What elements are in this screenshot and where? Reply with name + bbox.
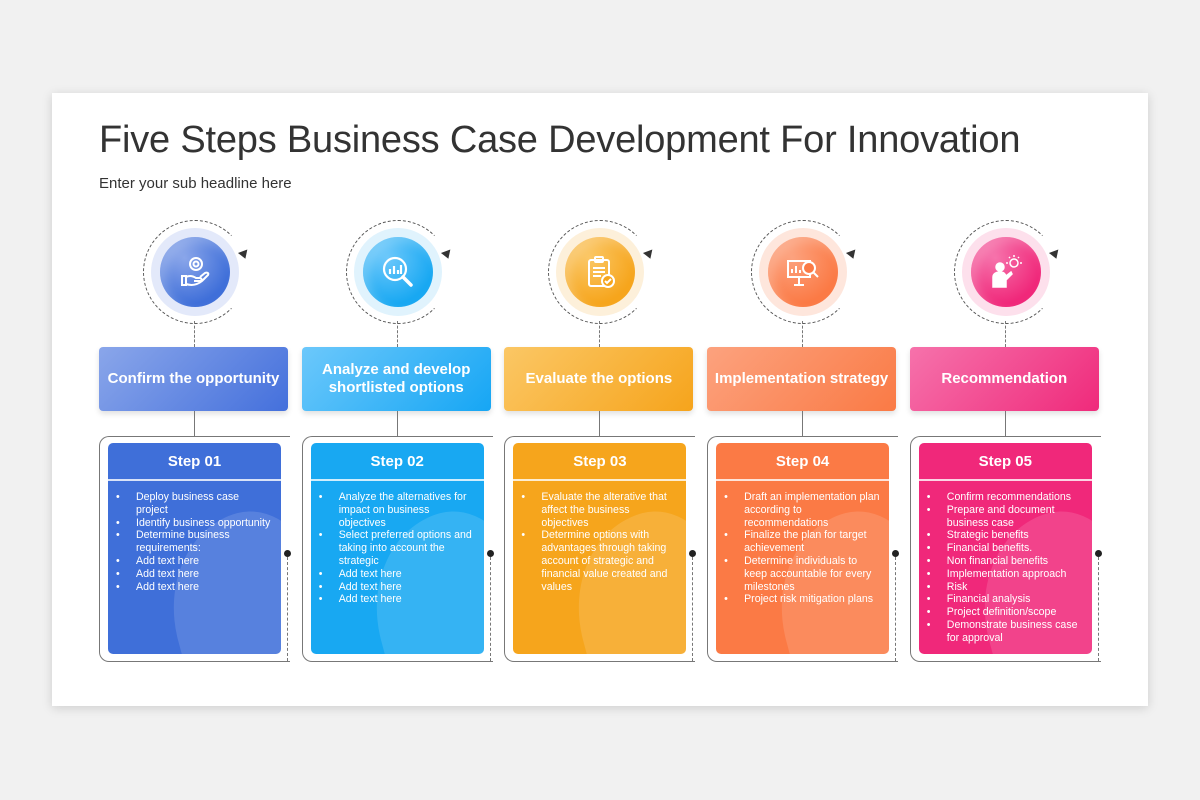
list-item: Determine options with advantages throug…	[521, 529, 678, 593]
list-item: Add text here	[116, 581, 273, 594]
connector-dash	[1097, 557, 1099, 661]
step-number: Step 05	[918, 443, 1092, 481]
list-item: Identify business opportunity	[116, 517, 273, 530]
step-items: Confirm recommendationsPrepare and docum…	[919, 481, 1092, 645]
connector-dot	[689, 550, 697, 557]
list-item: Non financial benefits	[927, 555, 1084, 568]
step-card: Step 05 Confirm recommendationsPrepare a…	[918, 443, 1092, 654]
card-frame	[99, 436, 290, 662]
dashed-orbit	[548, 220, 653, 324]
presentation-search-icon	[768, 237, 839, 307]
connector-dash	[287, 557, 288, 661]
step-number: Step 01	[108, 443, 281, 481]
step-items: Deploy business case projectIdentify bus…	[108, 481, 281, 593]
clipboard-check-icon	[565, 237, 636, 307]
card-frame	[707, 436, 899, 662]
connector-line	[396, 321, 398, 347]
connector-line	[1004, 411, 1006, 436]
step-number: Step 04	[716, 443, 890, 481]
connector-line	[802, 411, 804, 436]
list-item: Add text here	[319, 593, 476, 606]
magnifier-chart-icon	[362, 237, 433, 307]
slide: Five Steps Business Case Development For…	[52, 93, 1148, 706]
step-column: Analyze and develop shortlisted options …	[301, 93, 502, 706]
connector-dot	[892, 550, 900, 557]
step-items: Analyze the alternatives for impact on b…	[311, 481, 484, 606]
step-column: Implementation strategy Step 04 Draft an…	[707, 93, 907, 706]
list-item: Financial benefits.	[927, 542, 1084, 555]
dashed-orbit	[953, 220, 1058, 324]
dashed-orbit	[143, 220, 247, 324]
list-item: Evaluate the alterative that affect the …	[521, 491, 678, 529]
card-frame	[504, 436, 696, 662]
list-item: Determine individuals to keep accountabl…	[724, 555, 881, 593]
connector-line	[396, 411, 398, 436]
connector-dot	[1094, 550, 1102, 557]
list-item: Draft an implementation plan according t…	[724, 491, 881, 529]
step-column: Evaluate the options Step 03 Evaluate th…	[504, 93, 704, 706]
connector-line	[599, 321, 601, 347]
connector-line	[802, 321, 804, 347]
step-column: Confirm the opportunity Step 01 Deploy b…	[99, 93, 299, 706]
page-title: Five Steps Business Case Development For…	[99, 119, 1021, 161]
arrow-icon	[846, 249, 859, 261]
arrow-icon	[1048, 249, 1061, 261]
list-item: Add text here	[319, 568, 476, 581]
connector-line	[599, 411, 601, 436]
card-frame	[909, 436, 1101, 662]
list-item: Project risk mitigation plans	[724, 593, 881, 606]
list-item: Strategic benefits	[927, 529, 1084, 542]
step-heading: Confirm the opportunity	[99, 347, 288, 411]
list-item: Determine business requirements:	[116, 529, 273, 555]
step-heading: Implementation strategy	[707, 347, 897, 411]
hand-coin-icon	[160, 237, 230, 307]
arrow-icon	[237, 249, 251, 261]
list-item: Confirm recommendations	[927, 491, 1084, 504]
list-item: Finalize the plan for target achievement	[724, 529, 881, 555]
card-frame	[301, 436, 493, 662]
list-item: Select preferred options and taking into…	[319, 529, 476, 567]
arrow-icon	[643, 249, 656, 261]
list-item: Deploy business case project	[116, 491, 273, 517]
connector-dash	[489, 557, 491, 661]
dashed-orbit	[345, 220, 450, 324]
step-heading: Recommendation	[909, 347, 1099, 411]
list-item: Project definition/scope	[927, 606, 1084, 619]
step-number: Step 03	[513, 443, 687, 481]
arrow-icon	[440, 249, 453, 261]
person-idea-icon	[970, 237, 1041, 307]
connector-line	[1004, 321, 1006, 347]
connector-dot	[486, 550, 494, 557]
step-card: Step 03 Evaluate the alterative that aff…	[513, 443, 687, 654]
step-column: Recommendation Step 05 Confirm recommend…	[909, 93, 1110, 706]
page-subtitle: Enter your sub headline here	[99, 175, 292, 192]
list-item: Add text here	[116, 555, 273, 568]
step-card: Step 01 Deploy business case projectIden…	[108, 443, 281, 654]
connector-dot	[284, 550, 291, 557]
connector-dash	[895, 557, 897, 661]
connector-dash	[692, 557, 694, 661]
list-item: Analyze the alternatives for impact on b…	[319, 491, 476, 529]
step-heading: Evaluate the options	[504, 347, 694, 411]
list-item: Implementation approach	[927, 568, 1084, 581]
connector-line	[194, 321, 195, 347]
step-items: Evaluate the alterative that affect the …	[513, 481, 686, 593]
connector-line	[194, 411, 195, 436]
step-heading: Analyze and develop shortlisted options	[301, 347, 491, 411]
list-item: Prepare and document business case	[927, 504, 1084, 530]
dashed-orbit	[751, 220, 856, 324]
list-item: Add text here	[116, 568, 273, 581]
list-item: Financial analysis	[927, 593, 1084, 606]
step-card: Step 04 Draft an implementation plan acc…	[716, 443, 890, 654]
step-items: Draft an implementation plan according t…	[716, 481, 889, 606]
list-item: Demonstrate business case for approval	[927, 619, 1084, 645]
list-item: Add text here	[319, 581, 476, 594]
step-card: Step 02 Analyze the alternatives for imp…	[310, 443, 484, 654]
list-item: Risk	[927, 581, 1084, 594]
step-number: Step 02	[310, 443, 484, 481]
